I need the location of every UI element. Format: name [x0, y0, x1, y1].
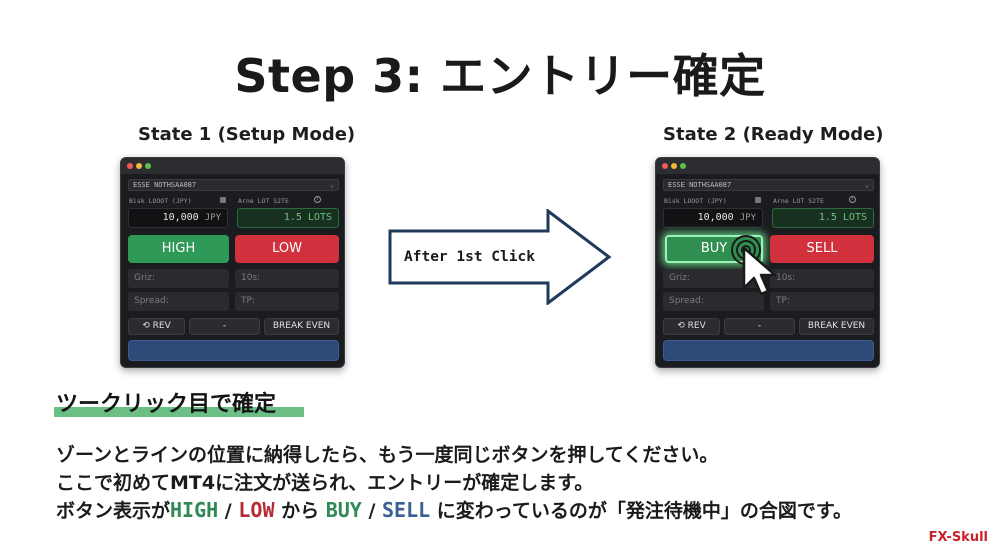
rev-button[interactable]: ⟲ REV — [663, 318, 720, 335]
state2-label: State 2 (Ready Mode) — [663, 124, 884, 145]
lock-icon — [220, 197, 226, 203]
keyword-low: LOW — [238, 498, 275, 522]
risk-amount-value: 10,000 — [697, 212, 734, 223]
10s-field[interactable]: 10s: — [770, 269, 874, 288]
window-titlebar — [121, 158, 344, 174]
slash: / — [361, 500, 383, 522]
arrow-label: After 1st Click — [404, 249, 535, 265]
high-button[interactable]: HIGH — [128, 235, 229, 263]
info-icon: i — [314, 196, 321, 203]
risk-amount-input[interactable]: 10,000 JPY — [128, 208, 228, 228]
ready-mode-panel: ESSE NOTHSAA087 ⌄ Bisk LOOOT (JPY) Arne … — [655, 157, 880, 368]
page-title: Step 3: エントリー確定 — [234, 49, 766, 103]
bottom-bar[interactable] — [128, 340, 339, 361]
undo-icon: ⟲ — [677, 321, 685, 331]
chevron-down-icon: ⌄ — [864, 181, 869, 189]
section-heading: ツークリック目で確定 — [56, 392, 277, 417]
griz-field[interactable]: Griz: — [128, 269, 229, 288]
symbol-value: ESSE NOTHSAA087 — [133, 181, 197, 189]
window-minimize-dot[interactable] — [136, 163, 142, 169]
keyword-high: HIGH — [170, 498, 219, 522]
bottom-bar[interactable] — [663, 340, 874, 361]
symbol-select[interactable]: ESSE NOTHSAA087 ⌄ — [663, 179, 874, 191]
arrow-right-icon — [388, 209, 612, 305]
risk-label: Bisk LOOOT (JPY) — [129, 197, 192, 205]
rev-label: REV — [687, 321, 706, 331]
risk-amount-value: 10,000 — [162, 212, 199, 223]
window-zoom-dot[interactable] — [680, 163, 686, 169]
rev-label: REV — [152, 321, 171, 331]
spread-field[interactable]: Spread: — [663, 292, 764, 311]
window-close-dot[interactable] — [662, 163, 668, 169]
risk-unit: JPY — [204, 213, 221, 223]
body-line-3: ボタン表示がHIGH / LOW から BUY / SELL に変わっているのが… — [56, 496, 852, 523]
setup-mode-panel: ESSE NOTHSAA087 ⌄ Bisk LOOOT (JPY) Arne … — [120, 157, 345, 368]
rev-button[interactable]: ⟲ REV — [128, 318, 185, 335]
keyword-sell: SELL — [382, 498, 431, 522]
lot-size-input[interactable]: 1.5 LOTS — [772, 208, 874, 228]
heading-highlight — [54, 407, 304, 417]
undo-icon: ⟲ — [142, 321, 150, 331]
middle-button[interactable]: - — [189, 318, 260, 335]
info-icon: i — [849, 196, 856, 203]
low-button[interactable]: LOW — [235, 235, 339, 263]
tp-field[interactable]: TP: — [235, 292, 339, 311]
griz-field[interactable]: Griz: — [663, 269, 764, 288]
slash: / — [218, 500, 239, 522]
tp-field[interactable]: TP: — [770, 292, 874, 311]
body-line-1: ゾーンとラインの位置に納得したら、もう一度同じボタンを押してください。 — [56, 444, 719, 466]
line3-suffix: に変わっているのが「発注待機中」の合図です。 — [430, 500, 852, 522]
lot-label: Arne LOT S2TE — [773, 197, 824, 205]
lot-label: Arne LOT S2TE — [238, 197, 289, 205]
lot-size-input[interactable]: 1.5 LOTS — [237, 208, 339, 228]
window-zoom-dot[interactable] — [145, 163, 151, 169]
body-line-2: ここで初めてMT4に注文が送られ、エントリーが確定します。 — [56, 472, 594, 494]
sell-button[interactable]: SELL — [770, 235, 874, 263]
symbol-select[interactable]: ESSE NOTHSAA087 ⌄ — [128, 179, 339, 191]
state1-label: State 1 (Setup Mode) — [138, 124, 356, 145]
lock-icon — [755, 197, 761, 203]
brand-logo: FX-Skull — [928, 530, 988, 545]
middle-button[interactable]: - — [724, 318, 795, 335]
spread-field[interactable]: Spread: — [128, 292, 229, 311]
risk-label: Bisk LOOOT (JPY) — [664, 197, 727, 205]
break-even-button[interactable]: BREAK EVEN — [264, 318, 339, 335]
line3-middle: から — [274, 500, 326, 522]
line3-prefix: ボタン表示が — [56, 500, 171, 522]
chevron-down-icon: ⌄ — [329, 181, 334, 189]
window-titlebar — [656, 158, 879, 174]
window-close-dot[interactable] — [127, 163, 133, 169]
risk-unit: JPY — [739, 213, 756, 223]
keyword-buy: BUY — [325, 498, 362, 522]
risk-amount-input[interactable]: 10,000 JPY — [663, 208, 763, 228]
mouse-cursor-icon — [731, 235, 777, 296]
break-even-button[interactable]: BREAK EVEN — [799, 318, 874, 335]
window-minimize-dot[interactable] — [671, 163, 677, 169]
symbol-value: ESSE NOTHSAA087 — [668, 181, 732, 189]
10s-field[interactable]: 10s: — [235, 269, 339, 288]
